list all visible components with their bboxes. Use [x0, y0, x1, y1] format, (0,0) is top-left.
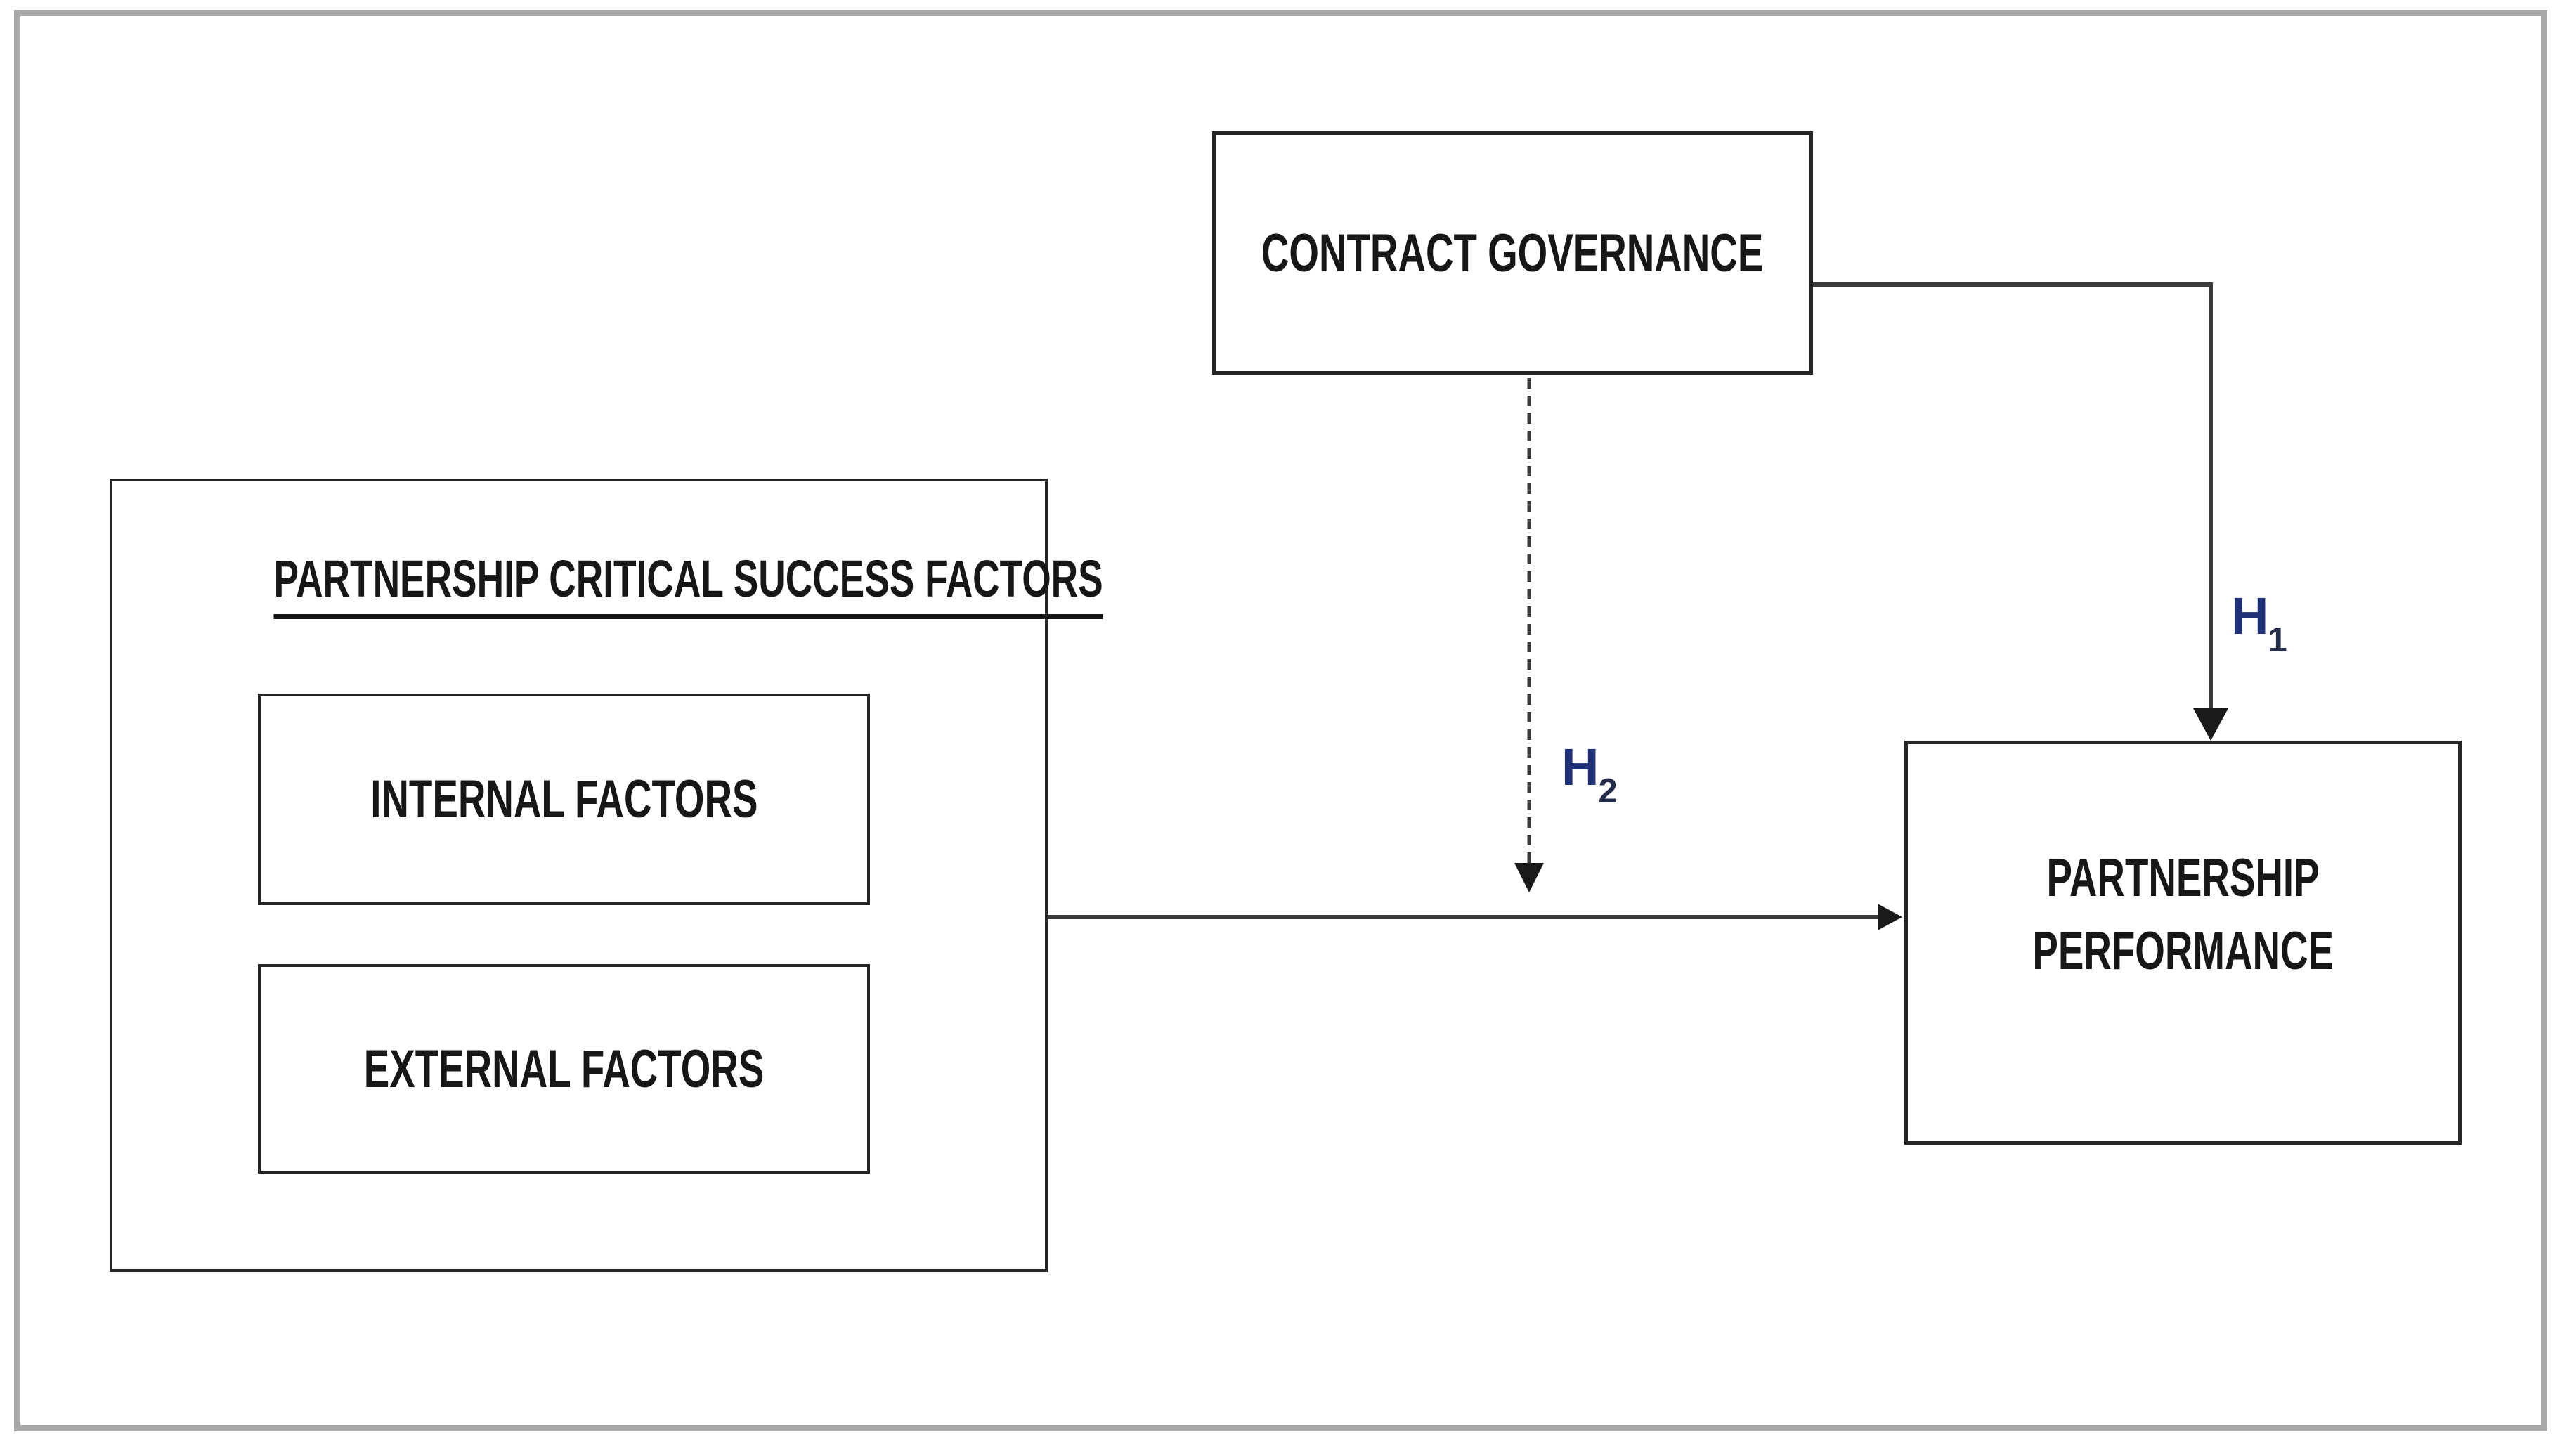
- h2-label-subscript: 2: [1598, 772, 1618, 810]
- internal-factors-label: INTERNAL FACTORS: [370, 769, 758, 829]
- diagram-frame: [14, 10, 2547, 1431]
- partnership-performance-label-line1: PARTNERSHIP: [2046, 847, 2320, 908]
- h1-arrow-line: [1813, 282, 2213, 711]
- pcsf-title: PARTNERSHIP CRITICAL SUCCESS FACTORS: [273, 549, 1103, 619]
- pcsf-title-row: PARTNERSHIP CRITICAL SUCCESS FACTORS: [112, 549, 1103, 619]
- contract-governance-label: CONTRACT GOVERNANCE: [1261, 223, 1764, 283]
- h2-label: H2: [1561, 741, 1618, 811]
- internal-factors-box: INTERNAL FACTORS: [258, 694, 870, 905]
- partnership-performance-box: PARTNERSHIP PERFORMANCE: [1904, 741, 2462, 1145]
- h2-arrowhead: [1514, 863, 1544, 892]
- h1-arrowhead: [2193, 708, 2228, 741]
- h1-label-text: H: [2231, 587, 2269, 645]
- main-arrowhead: [1878, 904, 1902, 930]
- external-factors-box: EXTERNAL FACTORS: [258, 964, 870, 1174]
- external-factors-label: EXTERNAL FACTORS: [363, 1039, 765, 1099]
- h2-label-text: H: [1561, 738, 1599, 796]
- h1-label-subscript: 1: [2268, 620, 2287, 659]
- contract-governance-box: CONTRACT GOVERNANCE: [1212, 131, 1813, 375]
- partnership-performance-label-line2: PERFORMANCE: [2032, 921, 2334, 981]
- h1-label: H1: [2231, 590, 2288, 660]
